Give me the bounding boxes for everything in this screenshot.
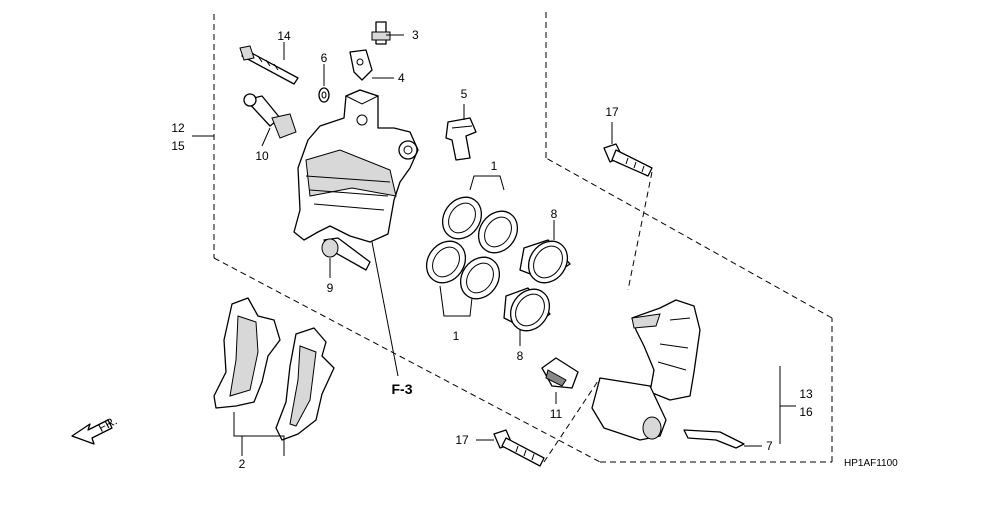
callout-11: 11 — [550, 407, 563, 421]
callout-8-lower: 8 — [517, 349, 524, 363]
diagram-code: HP1AF1100 — [844, 458, 898, 469]
bracket-1a — [469, 175, 505, 191]
bracket-2 — [233, 412, 285, 456]
callout-1-upper: 1 — [491, 159, 498, 173]
front-arrow-icon — [71, 419, 113, 445]
callout-5: 5 — [461, 87, 468, 101]
callout-17-lower: 17 — [455, 433, 469, 447]
callout-16: 16 — [799, 405, 813, 419]
bleeder-cap-4[interactable] — [349, 49, 373, 81]
leader-10 — [261, 127, 271, 147]
leader-f3 — [371, 241, 399, 377]
reference-label: F-3 — [392, 381, 413, 397]
callout-4: 4 — [398, 71, 405, 85]
boot-11[interactable] — [541, 357, 579, 389]
caliper-body[interactable] — [293, 89, 419, 243]
callout-10: 10 — [255, 149, 269, 163]
bracket-bolt-17-lower[interactable] — [493, 429, 545, 467]
callout-1-lower: 1 — [453, 329, 460, 343]
pad-retainer-7[interactable] — [683, 429, 745, 449]
bracket-1b — [439, 285, 473, 317]
piston-8-lower[interactable] — [503, 282, 558, 339]
bleeder-screw-3[interactable] — [371, 21, 391, 45]
callout-7: 7 — [766, 439, 773, 453]
callout-17-upper: 17 — [605, 105, 619, 119]
callout-14: 14 — [277, 29, 291, 43]
assembly-boundary — [213, 12, 833, 463]
brake-pad-inner[interactable] — [275, 327, 335, 441]
slide-pin-14[interactable] — [239, 45, 299, 85]
bolt-axis-upper — [627, 171, 653, 291]
caliper-bracket-13[interactable] — [591, 299, 701, 441]
piston-seals-1[interactable] — [419, 190, 526, 307]
pad-spring-5[interactable] — [445, 117, 477, 161]
callout-3: 3 — [412, 28, 419, 42]
callout-12: 12 — [171, 121, 185, 135]
bracket-13-16 — [779, 366, 796, 444]
washer-6[interactable] — [318, 87, 330, 103]
brake-pad-outer[interactable] — [213, 297, 281, 409]
pin-bolt-9[interactable] — [321, 237, 371, 271]
callout-15: 15 — [171, 139, 185, 153]
callout-6: 6 — [321, 51, 328, 65]
bolt-axis-lower — [543, 377, 601, 463]
callout-2: 2 — [239, 457, 246, 471]
callout-8-upper: 8 — [551, 207, 558, 221]
piston-8-upper[interactable] — [519, 234, 575, 291]
callout-9: 9 — [327, 281, 334, 295]
callout-13: 13 — [799, 387, 813, 401]
bracket-bolt-17-upper[interactable] — [603, 143, 653, 177]
pin-bolt-10[interactable] — [243, 93, 297, 139]
